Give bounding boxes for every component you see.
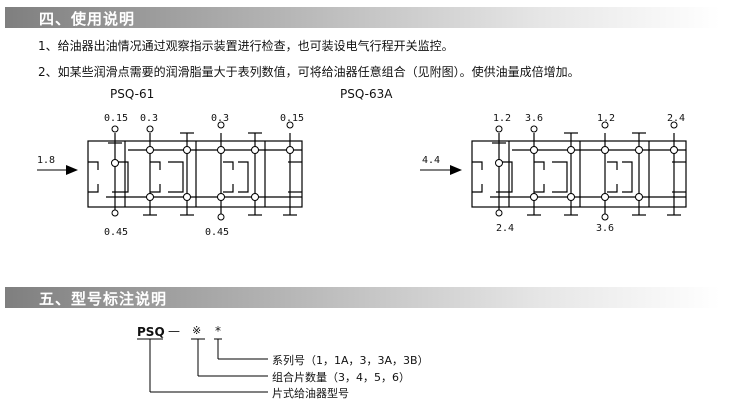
outlet-value: 0.15 [104, 113, 129, 124]
section-title: 五、型号标注说明 [39, 290, 168, 308]
outlet-value: 2.4 [496, 223, 515, 234]
outlet-value: 1.2 [493, 113, 512, 124]
legend-count: 组合片数量（3，4，5，6） [272, 371, 410, 384]
diagram2-title: PSQ-63A [340, 87, 393, 101]
diagram2-schematic [471, 121, 687, 221]
outlet-value: 0.3 [140, 113, 159, 124]
code-dash: — [168, 324, 180, 338]
outlet-value: 3.6 [525, 113, 544, 124]
section-title: 四、使用说明 [39, 10, 136, 28]
diagram1-input-value: 1.8 [37, 155, 56, 166]
usage-line-1: 1、给油器出油情况通过观察指示装置进行检查，也可装设电气行程开关监控。 [38, 39, 454, 53]
outlet-value: 0.45 [205, 227, 230, 238]
diagram1-schematic [87, 121, 303, 221]
usage-line-2: 2、如某些润滑点需要的润滑脂量大于表列数值，可将给油器任意组合（见附图）。使供油… [38, 65, 580, 79]
outlet-value: 0.45 [104, 227, 129, 238]
section-header-model: 五、型号标注说明 [5, 287, 720, 308]
code-mark-count: ※ [192, 324, 202, 337]
outlet-value: 0.3 [211, 113, 230, 124]
outlet-value: 2.4 [667, 113, 686, 124]
outlet-value: 3.6 [596, 223, 615, 234]
code-mark-series: * [215, 324, 221, 338]
arrow-icon [37, 165, 78, 175]
outlet-value: 1.2 [597, 113, 616, 124]
diagram1-title: PSQ-61 [110, 87, 155, 101]
legend-series: 系列号（1，1A，3，3A，3B） [272, 354, 429, 367]
section-header-usage: 四、使用说明 [5, 7, 720, 28]
diagram2-input-value: 4.4 [422, 155, 441, 166]
code-connector-lines [137, 338, 268, 393]
arrow-icon [420, 165, 462, 175]
code-prefix: PSQ [137, 325, 165, 339]
legend-model: 片式给油器型号 [272, 387, 349, 400]
outlet-value: 0.15 [280, 113, 305, 124]
